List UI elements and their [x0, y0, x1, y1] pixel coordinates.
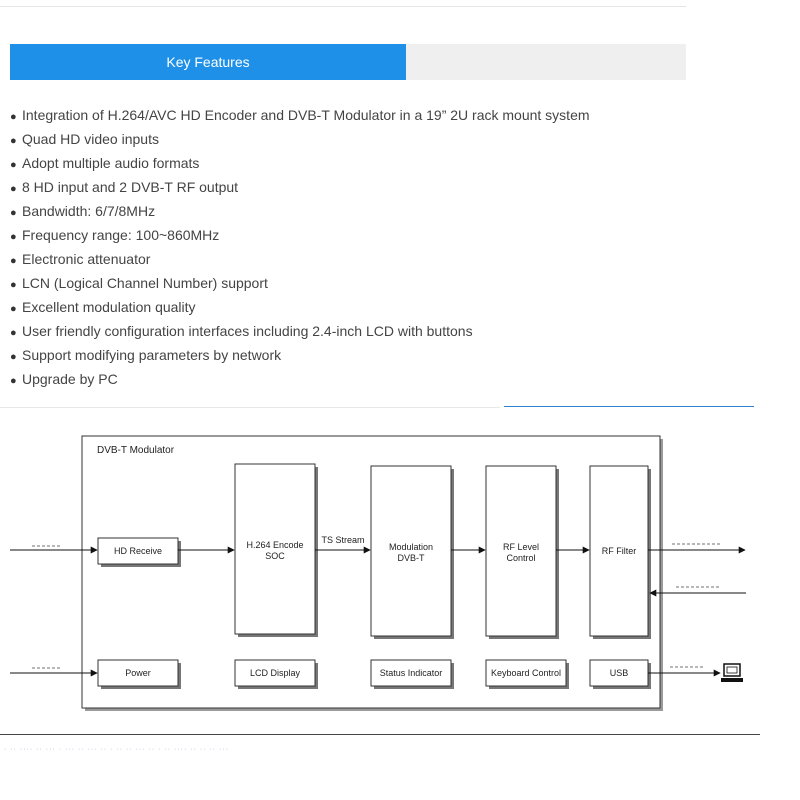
power-block: [97, 659, 179, 687]
power-label: Power: [125, 668, 151, 678]
list-item: ● Quad HD video inputs: [10, 128, 590, 152]
list-item: ● Bandwidth: 6/7/8MHz: [10, 200, 590, 224]
feature-text: Excellent modulation quality: [22, 299, 196, 315]
list-item: ● Adopt multiple audio formats: [10, 152, 590, 176]
rf-level-block: [485, 465, 557, 637]
bullet-dot-icon: ●: [10, 183, 17, 195]
modulation-label-line2: DVB-T: [398, 553, 426, 563]
bullet-dot-icon: ●: [10, 135, 17, 147]
status-indicator-label: Status Indicator: [380, 668, 443, 678]
list-item: ● Support modifying parameters by network: [10, 344, 590, 368]
rf-filter-block: [589, 465, 649, 637]
keyboard-control-label: Keyboard Control: [491, 668, 561, 678]
lcd-display-block: [234, 659, 316, 687]
list-item: ● Electronic attenuator: [10, 248, 590, 272]
bullet-dot-icon: ●: [10, 231, 17, 243]
feature-text: Bandwidth: 6/7/8MHz: [22, 203, 156, 219]
ts-stream-label: TS Stream: [321, 535, 364, 545]
tab-bar: Key Features: [10, 44, 686, 80]
bullet-dot-icon: ●: [10, 303, 17, 315]
rf-level-label-line2: Control: [506, 553, 535, 563]
feature-text: Quad HD video inputs: [22, 131, 159, 147]
list-item: ● User friendly configuration interfaces …: [10, 320, 590, 344]
section-divider-accent: [504, 406, 754, 407]
bullet-dot-icon: ●: [10, 207, 17, 219]
usb-label: USB: [610, 668, 629, 678]
encode-label-line2: SOC: [265, 551, 285, 561]
feature-text: Integration of H.264/AVC HD Encoder and …: [22, 107, 590, 123]
bullet-dot-icon: ●: [10, 279, 17, 291]
feature-text: Adopt multiple audio formats: [22, 155, 200, 171]
usb-block: [589, 659, 649, 687]
status-indicator-block: [370, 659, 452, 687]
bullet-dot-icon: ●: [10, 255, 17, 267]
feature-text: Frequency range: 100~860MHz: [22, 227, 220, 243]
bullet-dot-icon: ●: [10, 327, 17, 339]
list-item: ● 8 HD input and 2 DVB-T RF output: [10, 176, 590, 200]
list-item: ● LCN (Logical Channel Number) support: [10, 272, 590, 296]
pc-monitor-icon: [721, 663, 743, 682]
hd-receive-block: [97, 537, 179, 565]
list-item: ● Frequency range: 100~860MHz: [10, 224, 590, 248]
bullet-dot-icon: ●: [10, 375, 17, 387]
feature-text: Upgrade by PC: [22, 371, 118, 387]
tab-inactive[interactable]: [406, 44, 686, 80]
modulation-label-line1: Modulation: [389, 542, 433, 552]
feature-text: Electronic attenuator: [22, 251, 151, 267]
bullet-dot-icon: ●: [10, 351, 17, 363]
bullet-dot-icon: ●: [10, 159, 17, 171]
list-item: ● Integration of H.264/AVC HD Encoder and…: [10, 104, 590, 128]
keyboard-control-block: [485, 659, 567, 687]
list-item: ● Upgrade by PC: [10, 368, 590, 392]
feature-list: ● Integration of H.264/AVC HD Encoder and…: [10, 104, 590, 392]
tab-key-features[interactable]: Key Features: [10, 44, 406, 80]
feature-text: LCN (Logical Channel Number) support: [22, 275, 268, 291]
list-item: ● Excellent modulation quality: [10, 296, 590, 320]
bottom-divider: [0, 734, 760, 735]
lcd-display-label: LCD Display: [250, 668, 301, 678]
feature-text: 8 HD input and 2 DVB-T RF output: [22, 179, 239, 195]
section-divider: [0, 407, 500, 408]
faded-footer-text: · ·· ···· ·· ··· · ··· ·· ··· ·· · ·· ··…: [4, 746, 230, 753]
bullet-dot-icon: ●: [10, 111, 17, 123]
top-divider: [0, 6, 686, 7]
encode-label-line1: H.264 Encode: [246, 540, 303, 550]
feature-text: User friendly configuration interfaces i…: [22, 323, 473, 339]
encode-soc-block: [234, 463, 316, 635]
block-diagram: DVB-T Modulator HD Receive H.264 Encode …: [10, 435, 746, 711]
feature-text: Support modifying parameters by network: [22, 347, 282, 363]
hd-receive-label: HD Receive: [114, 546, 162, 556]
rf-filter-label: RF Filter: [602, 546, 637, 556]
diagram-title: DVB-T Modulator: [97, 445, 175, 456]
modulation-block: [370, 465, 452, 637]
rf-level-label-line1: RF Level: [503, 542, 539, 552]
